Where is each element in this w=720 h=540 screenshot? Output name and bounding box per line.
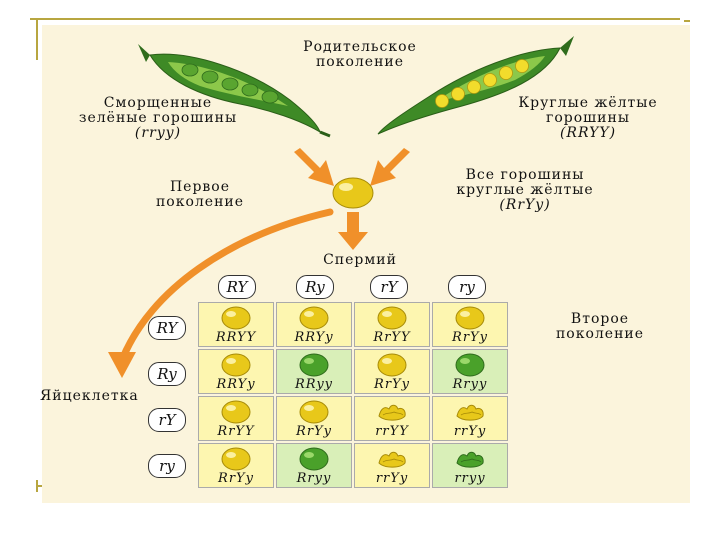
- f2-line1: Второе: [570, 311, 630, 327]
- right-parent-genotype: (RRYY): [559, 125, 617, 141]
- right-pod-tip: [560, 36, 574, 56]
- f2-generation-label: Второе поколение: [530, 312, 670, 342]
- punnett-cell: RRYy: [198, 349, 274, 394]
- title-line2: поколение: [315, 54, 405, 70]
- punnett-genotype: rrYY: [375, 424, 409, 439]
- punnett-cell: RrYY: [198, 396, 274, 441]
- f1-description: Все горошины круглые жёлтые (RrYy): [420, 168, 630, 213]
- f2-line2: поколение: [555, 326, 645, 342]
- punnett-genotype: RrYY: [217, 424, 255, 439]
- wrinkled-green-pea-icon: [456, 451, 484, 468]
- punnett-genotype: RrYy: [374, 377, 410, 392]
- punnett-genotype: Rryy: [296, 471, 332, 486]
- left-pod-tip: [138, 44, 150, 62]
- egg-gamete-3: rY: [148, 408, 186, 432]
- punnett-cell: RrYy: [198, 443, 274, 488]
- left-pod-peas: [181, 63, 279, 104]
- egg-label: Яйцеклетка: [40, 388, 139, 404]
- round-green-pea-icon: [299, 353, 329, 377]
- egg-gamete-2: Ry: [148, 362, 186, 386]
- wrinkled-yellow-pea-icon: [378, 404, 406, 421]
- egg-gamete-4: ry: [148, 454, 186, 478]
- punnett-cell: rrYY: [354, 396, 430, 441]
- title-parental-generation: Родительское поколение: [270, 40, 450, 70]
- f1-label-line2: поколение: [155, 194, 245, 210]
- sperm-gamete-ry-4: ry: [448, 275, 486, 299]
- f1-to-sperm-arrow: [338, 212, 368, 250]
- round-yellow-pea-icon: [377, 353, 407, 377]
- left-pod-stem: [319, 130, 331, 138]
- punnett-cell: rrYy: [432, 396, 508, 441]
- round-yellow-pea-icon: [377, 306, 407, 330]
- egg-gamete-1: RY: [148, 316, 186, 340]
- round-yellow-pea-icon: [221, 447, 251, 471]
- left-parent-genotype: (rryy): [134, 125, 182, 141]
- left-pea-pod: [138, 44, 331, 138]
- left-parent-label: Сморщенные зелёные горошины (rryy): [58, 96, 258, 141]
- punnett-genotype: RrYy: [452, 330, 488, 345]
- round-yellow-pea-icon: [455, 306, 485, 330]
- punnett-cell: RRyy: [276, 349, 352, 394]
- punnett-genotype: RrYy: [296, 424, 332, 439]
- round-yellow-pea-icon: [299, 306, 329, 330]
- right-parent-label: Круглые жёлтые горошины (RRYY): [488, 96, 688, 141]
- punnett-cell: RRYY: [198, 302, 274, 347]
- round-green-pea-icon: [455, 353, 485, 377]
- parent-arrows: [294, 148, 410, 186]
- right-parent-line1: Круглые жёлтые: [518, 95, 658, 111]
- sperm-label: Спермий: [323, 252, 397, 268]
- punnett-cell: RrYy: [276, 396, 352, 441]
- frame-bottom-left-tick: [36, 485, 46, 487]
- f1-genotype: (RrYy): [499, 197, 551, 213]
- punnett-cell: Rryy: [276, 443, 352, 488]
- punnett-cell: rrYy: [354, 443, 430, 488]
- punnett-genotype: rryy: [454, 471, 486, 486]
- punnett-genotype: RrYy: [218, 471, 254, 486]
- wrinkled-yellow-pea-icon: [456, 404, 484, 421]
- round-yellow-pea-icon: [221, 353, 251, 377]
- sperm-gamete-ry-3: rY: [370, 275, 408, 299]
- sperm-gamete-ry-2: Ry: [296, 275, 334, 299]
- punnett-cell: rryy: [432, 443, 508, 488]
- punnett-genotype: Rryy: [452, 377, 488, 392]
- wrinkled-yellow-pea-icon: [378, 451, 406, 468]
- f1-pea: [332, 177, 374, 209]
- punnett-genotype: RRYy: [216, 377, 256, 392]
- right-pea-pod: [377, 36, 574, 135]
- round-yellow-pea-icon: [299, 400, 329, 424]
- frame-top-line: [30, 18, 680, 20]
- round-yellow-pea-icon: [221, 400, 251, 424]
- left-parent-line2: зелёные горошины: [78, 110, 238, 126]
- round-yellow-pea-icon: [221, 306, 251, 330]
- punnett-genotype: rrYy: [453, 424, 487, 439]
- punnett-cell: RrYy: [354, 349, 430, 394]
- left-parent-arrow: [294, 148, 334, 186]
- punnett-cell: RrYy: [432, 302, 508, 347]
- left-parent-line1: Сморщенные: [103, 95, 213, 111]
- punnett-cell: Rryy: [432, 349, 508, 394]
- sperm-gamete-ry-1: RY: [218, 275, 256, 299]
- right-parent-arrow: [370, 148, 410, 186]
- title-line1: Родительское: [303, 39, 417, 55]
- punnett-cell: RRYy: [276, 302, 352, 347]
- frame-left-line: [36, 18, 38, 60]
- frame-top-right-mark: [684, 20, 690, 22]
- right-pod-peas: [435, 59, 529, 108]
- f1-label-line1: Первое: [169, 179, 231, 195]
- round-green-pea-icon: [299, 447, 329, 471]
- f1-desc-line1: Все горошины: [465, 167, 585, 183]
- punnett-genotype: RRyy: [294, 377, 334, 392]
- punnett-genotype: RRYY: [215, 330, 257, 345]
- f1-generation-label: Первое поколение: [130, 180, 270, 210]
- punnett-cell: RrYY: [354, 302, 430, 347]
- punnett-genotype: RRYy: [294, 330, 334, 345]
- punnett-genotype: rrYy: [375, 471, 409, 486]
- f1-desc-line2: круглые жёлтые: [456, 182, 594, 198]
- right-parent-line2: горошины: [546, 110, 630, 126]
- punnett-genotype: RrYY: [373, 330, 411, 345]
- egg-curve-arrow: [108, 208, 334, 378]
